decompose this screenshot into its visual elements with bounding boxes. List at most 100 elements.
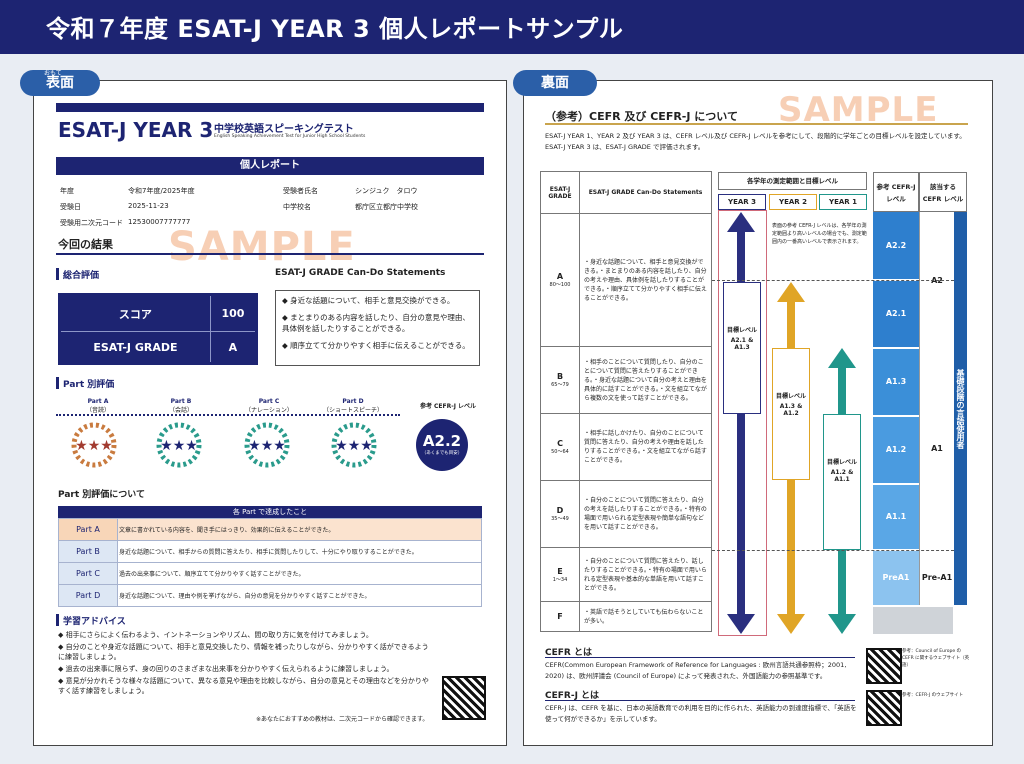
grade-cando-text: ・身近な話題について、相手と意見交換ができる。・まとまりのある内容を話したり、自… [579, 213, 712, 347]
advice-list: ◆ 相手にさらによく伝わるよう、イントネーションやリズム、間の取り方に気を付けて… [58, 630, 430, 698]
info-name-label: 受験者氏名 [283, 187, 318, 195]
esat-logo: ESAT-J YEAR 3 [58, 118, 214, 142]
grade-range: 1～34 [552, 576, 568, 583]
target-label: 目標レベル [826, 459, 857, 466]
advice-heading: 学習アドバイス [63, 617, 126, 627]
table-row: Part C 過去の出来事について、順序立てて分かりやすく話すことができた。 [58, 562, 482, 585]
target-levels: A2.1 & A1.3 [730, 337, 754, 351]
score-label: スコア [59, 293, 211, 333]
info-date-value: 2025-11-23 [128, 202, 169, 210]
level-gray-cell [873, 607, 953, 634]
table-row: Part A 文章に書かれている内容を、聞き手にはっきり、効果的に伝えることがで… [58, 518, 482, 541]
target-levels: A1.3 & A1.2 [779, 403, 803, 417]
year2-tab: YEAR 2 [769, 194, 817, 210]
svg-text:★★★: ★★★ [248, 438, 286, 454]
cefrj-heading-underline [545, 700, 855, 701]
grade-cando-text: ・自分のことについて質問に答えたり、話したりすることができる。・特有の場面で用い… [579, 547, 712, 602]
info-date-label: 受験日 [60, 203, 81, 211]
grade-cando-text: ・相手のことについて質問したり、自分のことについて質問に答えたりすることができる… [579, 346, 712, 414]
year3-target-box: 目標レベル A2.1 & A1.3 [723, 282, 761, 414]
target-label: 目標レベル [726, 327, 757, 334]
part-a-name: Part A [87, 398, 109, 405]
grade-letter: D [556, 506, 564, 515]
grade-range: 80～100 [549, 282, 571, 288]
cando-item: ◆ 順序立てて分かりやすく相手に伝えることができる。 [282, 341, 470, 350]
grade-letter: A [556, 272, 564, 281]
year1-tab: YEAR 1 [819, 194, 867, 210]
year3-range-frame [718, 210, 767, 636]
cefr-qr-note: 参考：Council of Europe の CEFR に関するウェブサイト（英… [902, 649, 970, 668]
advice-marker [56, 614, 59, 626]
grade-cando-text: ・英語で話そうとしていても伝わらないことが多い。 [579, 601, 712, 632]
info-year-value: 令和7年度/2025年度 [128, 187, 195, 195]
part-b-sub: （会話） [168, 407, 193, 414]
part-row-name: Part B [58, 540, 118, 563]
cefrj-level: A2.1 [873, 281, 919, 347]
cefr-dashed-line [712, 280, 954, 281]
footer-note: ※あなたにおすすめの教材は、二次元コードから確認できます。 [256, 716, 429, 723]
top-banner: 令和７年度 ESAT-J YEAR 3 個人レポートサンプル [0, 0, 1024, 54]
cefrj-heading: CEFR-J とは [545, 691, 600, 701]
cefrj-text: CEFR-J は、CEFR を基に、日本の英語教育での利用を目的に作られた、英語… [545, 704, 857, 723]
cefr-ref-value: A2.2 [422, 432, 462, 450]
logo-title: 中学校英語スピーキングテスト [214, 124, 354, 135]
grade-cell: F [540, 601, 580, 632]
grade-letter: F [557, 612, 563, 621]
cando-item: ◆ まとまりのある内容を話したり、自分の意見や理由、具体例を話したりすることがで… [282, 313, 470, 333]
grade-letter: B [556, 372, 564, 381]
advice-item: ◆ 相手にさらによく伝わるよう、イントネーションやリズム、間の取り方に気を付けて… [58, 631, 373, 639]
info-code-label: 受験用二次元コード [60, 219, 123, 227]
cefrj-level: A1.1 [873, 485, 919, 549]
overall-marker [56, 268, 59, 280]
table-row: Part D 身近な話題について、理由や例を挙げながら、自分の意見を分かりやすく… [58, 584, 482, 607]
logo-subtitle: English Speaking Achievement Test for Ju… [214, 134, 366, 139]
svg-text:★★★: ★★★ [75, 438, 113, 454]
cando-col-header: ESAT-J GRADE Can-Do Statements [579, 171, 712, 214]
grade-letter: C [557, 439, 563, 448]
overall-heading: 総合評価 [63, 271, 100, 281]
grade-cando-text: ・相手に話しかけたり、自分のことについて質問に答えたり、自分の考えや理由を話した… [579, 413, 712, 481]
advice-item: ◆ 過去の出来事に限らず、身の回りのさまざまな出来事を分かりやすく伝えられるよう… [58, 665, 394, 673]
front-top-bar [56, 103, 484, 112]
cefrj-qr-note: 参考：CEFR-J のウェブサイト [902, 693, 964, 698]
part-c-name: Part C [258, 398, 280, 405]
cefrj-qr-code[interactable] [866, 690, 902, 726]
cando-box: ◆ 身近な話題について、相手と意見交換ができる。 ◆ まとまりのある内容を話した… [275, 290, 480, 366]
info-school-label: 中学校名 [283, 203, 311, 211]
part-about-heading: Part 別評価について [58, 490, 146, 500]
grade-col-header: ESAT-J GRADE [540, 171, 580, 214]
cefrj-level: PreA1 [873, 551, 919, 605]
cefrj-level: A1.3 [873, 349, 919, 415]
cefrj-level: A1.2 [873, 417, 919, 483]
part-dotted-line [56, 414, 400, 416]
cefr-qr-code[interactable] [866, 648, 902, 684]
front-qr-code[interactable] [442, 676, 486, 720]
year2-target-box: 目標レベル A1.3 & A1.2 [772, 348, 810, 480]
report-title-bar: 個人レポート [56, 157, 484, 175]
part-row-text: 過去の出来事について、順序立てて分かりやすく話すことができた。 [117, 562, 482, 585]
teal-medal-icon: ★★★ [244, 422, 290, 468]
cefr-ref-label: 参考 CEFR-J レベル [419, 403, 477, 410]
grade-range: 35～49 [551, 516, 569, 522]
cefr-heading-underline [545, 657, 855, 658]
table-row: ESAT-J GRADE ESAT-J GRADE Can-Do Stateme… [540, 171, 712, 214]
part-row-name: Part D [58, 584, 118, 607]
cefr-level-a1: A1 [931, 444, 943, 453]
result-heading: 今回の結果 [58, 238, 113, 251]
grade-table: ESAT-J GRADE ESAT-J GRADE Can-Do Stateme… [540, 171, 712, 632]
result-underline [56, 253, 484, 255]
advice-item: ◆ 自分のことや身近な話題について、相手と意見交換したり、情報を補ったりしながら… [58, 643, 429, 661]
side-label: 基礎段階の言語使用者 [956, 368, 965, 449]
part-marker [56, 377, 59, 389]
table-row: Part B 身近な話題について、相手からの質問に答えたり、相手に質問したりして… [58, 540, 482, 563]
cefr-col-header: 該当する CEFR レベル [919, 172, 967, 212]
part-d-sub: （ショートスピーチ） [322, 407, 383, 414]
